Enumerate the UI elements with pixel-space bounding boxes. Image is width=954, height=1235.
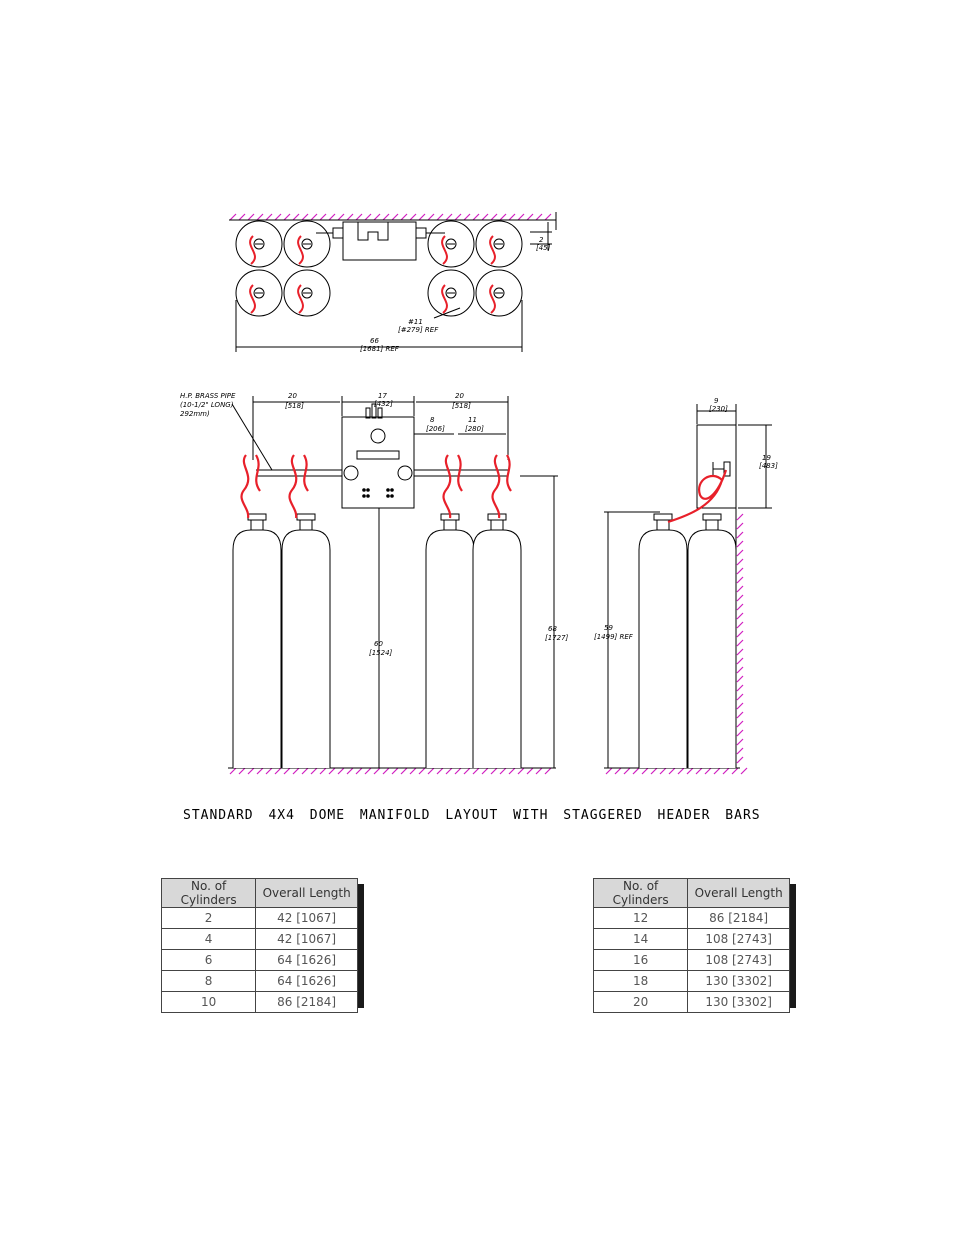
top-dim-wall-mm: [45] <box>536 244 551 252</box>
cell-cylinders: 20 <box>592 991 689 1013</box>
table-left-header-length: Overall Length <box>255 878 358 908</box>
cell-cylinders: 4 <box>160 928 257 950</box>
cell-length: 64 [1626] <box>255 949 358 971</box>
diagram-caption: STANDARD 4X4 DOME MANIFOLD LAYOUT WITH S… <box>183 808 761 823</box>
table-right-header-cylinders: No. of Cylinders <box>592 878 689 908</box>
cell-length: 130 [3302] <box>687 991 790 1013</box>
side-dim-height-mm: [1499] REF <box>594 633 634 641</box>
front-dim-total: 68 <box>548 625 557 633</box>
front-view-cylinders <box>232 513 522 768</box>
top-view-cylinders <box>235 220 523 317</box>
cell-length: 130 [3302] <box>687 970 790 992</box>
pipe-note-3: 292mm) <box>180 410 210 418</box>
pipe-note-1: H.P. BRASS PIPE <box>180 392 236 400</box>
front-dim-center: 17 <box>378 392 387 400</box>
top-dim-overall-mm: [1681] REF <box>360 345 400 353</box>
top-dim-pigtail: #11 <box>408 318 423 326</box>
top-dim-pigtail-mm: [#279] REF <box>398 326 439 334</box>
cell-length: 64 [1626] <box>255 970 358 992</box>
side-dim-box-mm: [483] <box>759 462 778 470</box>
side-dim-depth: 9 <box>714 397 719 405</box>
manifold-cabinet <box>341 416 415 509</box>
wall-hatching <box>229 213 748 775</box>
front-dim-a: 8 <box>430 416 435 424</box>
table-left-header-cylinders: No. of Cylinders <box>160 878 257 908</box>
front-dim-left: 20 <box>288 392 297 400</box>
cell-cylinders: 18 <box>592 970 689 992</box>
top-view-manifold-box <box>342 221 417 261</box>
manifold-drawing: 2 [45] #11 [#279] REF 66 [1681] REF <box>180 212 778 775</box>
cell-cylinders: 6 <box>160 949 257 971</box>
side-view-cylinders <box>638 513 737 768</box>
cell-cylinders: 12 <box>592 907 689 929</box>
front-dim-total-mm: [1727] <box>545 634 569 642</box>
cell-length: 86 [2184] <box>255 991 358 1013</box>
front-dim-b: 11 <box>468 416 477 424</box>
front-dim-b-mm: [280] <box>465 425 484 433</box>
cell-length: 108 [2743] <box>687 949 790 971</box>
cell-length: 42 [1067] <box>255 928 358 950</box>
cell-cylinders: 2 <box>160 907 257 929</box>
front-dim-a-mm: [206] <box>426 425 445 433</box>
front-view-hoses <box>240 454 512 519</box>
cell-length: 108 [2743] <box>687 928 790 950</box>
table-right-header-length: Overall Length <box>687 878 790 908</box>
cell-cylinders: 8 <box>160 970 257 992</box>
front-dim-right-mm: [518] <box>452 402 471 410</box>
front-dim-height-mm: [1524] <box>369 649 393 657</box>
top-dim-wall: 2 <box>539 236 544 244</box>
cell-cylinders: 10 <box>160 991 257 1013</box>
cell-cylinders: 14 <box>592 928 689 950</box>
front-view <box>228 396 558 769</box>
top-dim-overall: 66 <box>370 337 379 345</box>
side-dim-depth-mm: [230] <box>709 405 728 413</box>
top-view <box>229 212 557 352</box>
side-view <box>604 404 772 769</box>
cell-cylinders: 16 <box>592 949 689 971</box>
front-dim-center-mm: [432] <box>374 400 393 408</box>
side-dim-height: 59 <box>604 624 613 632</box>
cell-length: 42 [1067] <box>255 907 358 929</box>
side-dim-box: 19 <box>762 454 771 462</box>
front-dim-right: 20 <box>455 392 464 400</box>
side-view-hose <box>667 469 728 524</box>
front-dim-height: 60 <box>374 640 383 648</box>
front-dim-left-mm: [518] <box>285 402 304 410</box>
cell-length: 86 [2184] <box>687 907 790 929</box>
pipe-note-2: (10-1/2" LONG) <box>180 401 234 409</box>
